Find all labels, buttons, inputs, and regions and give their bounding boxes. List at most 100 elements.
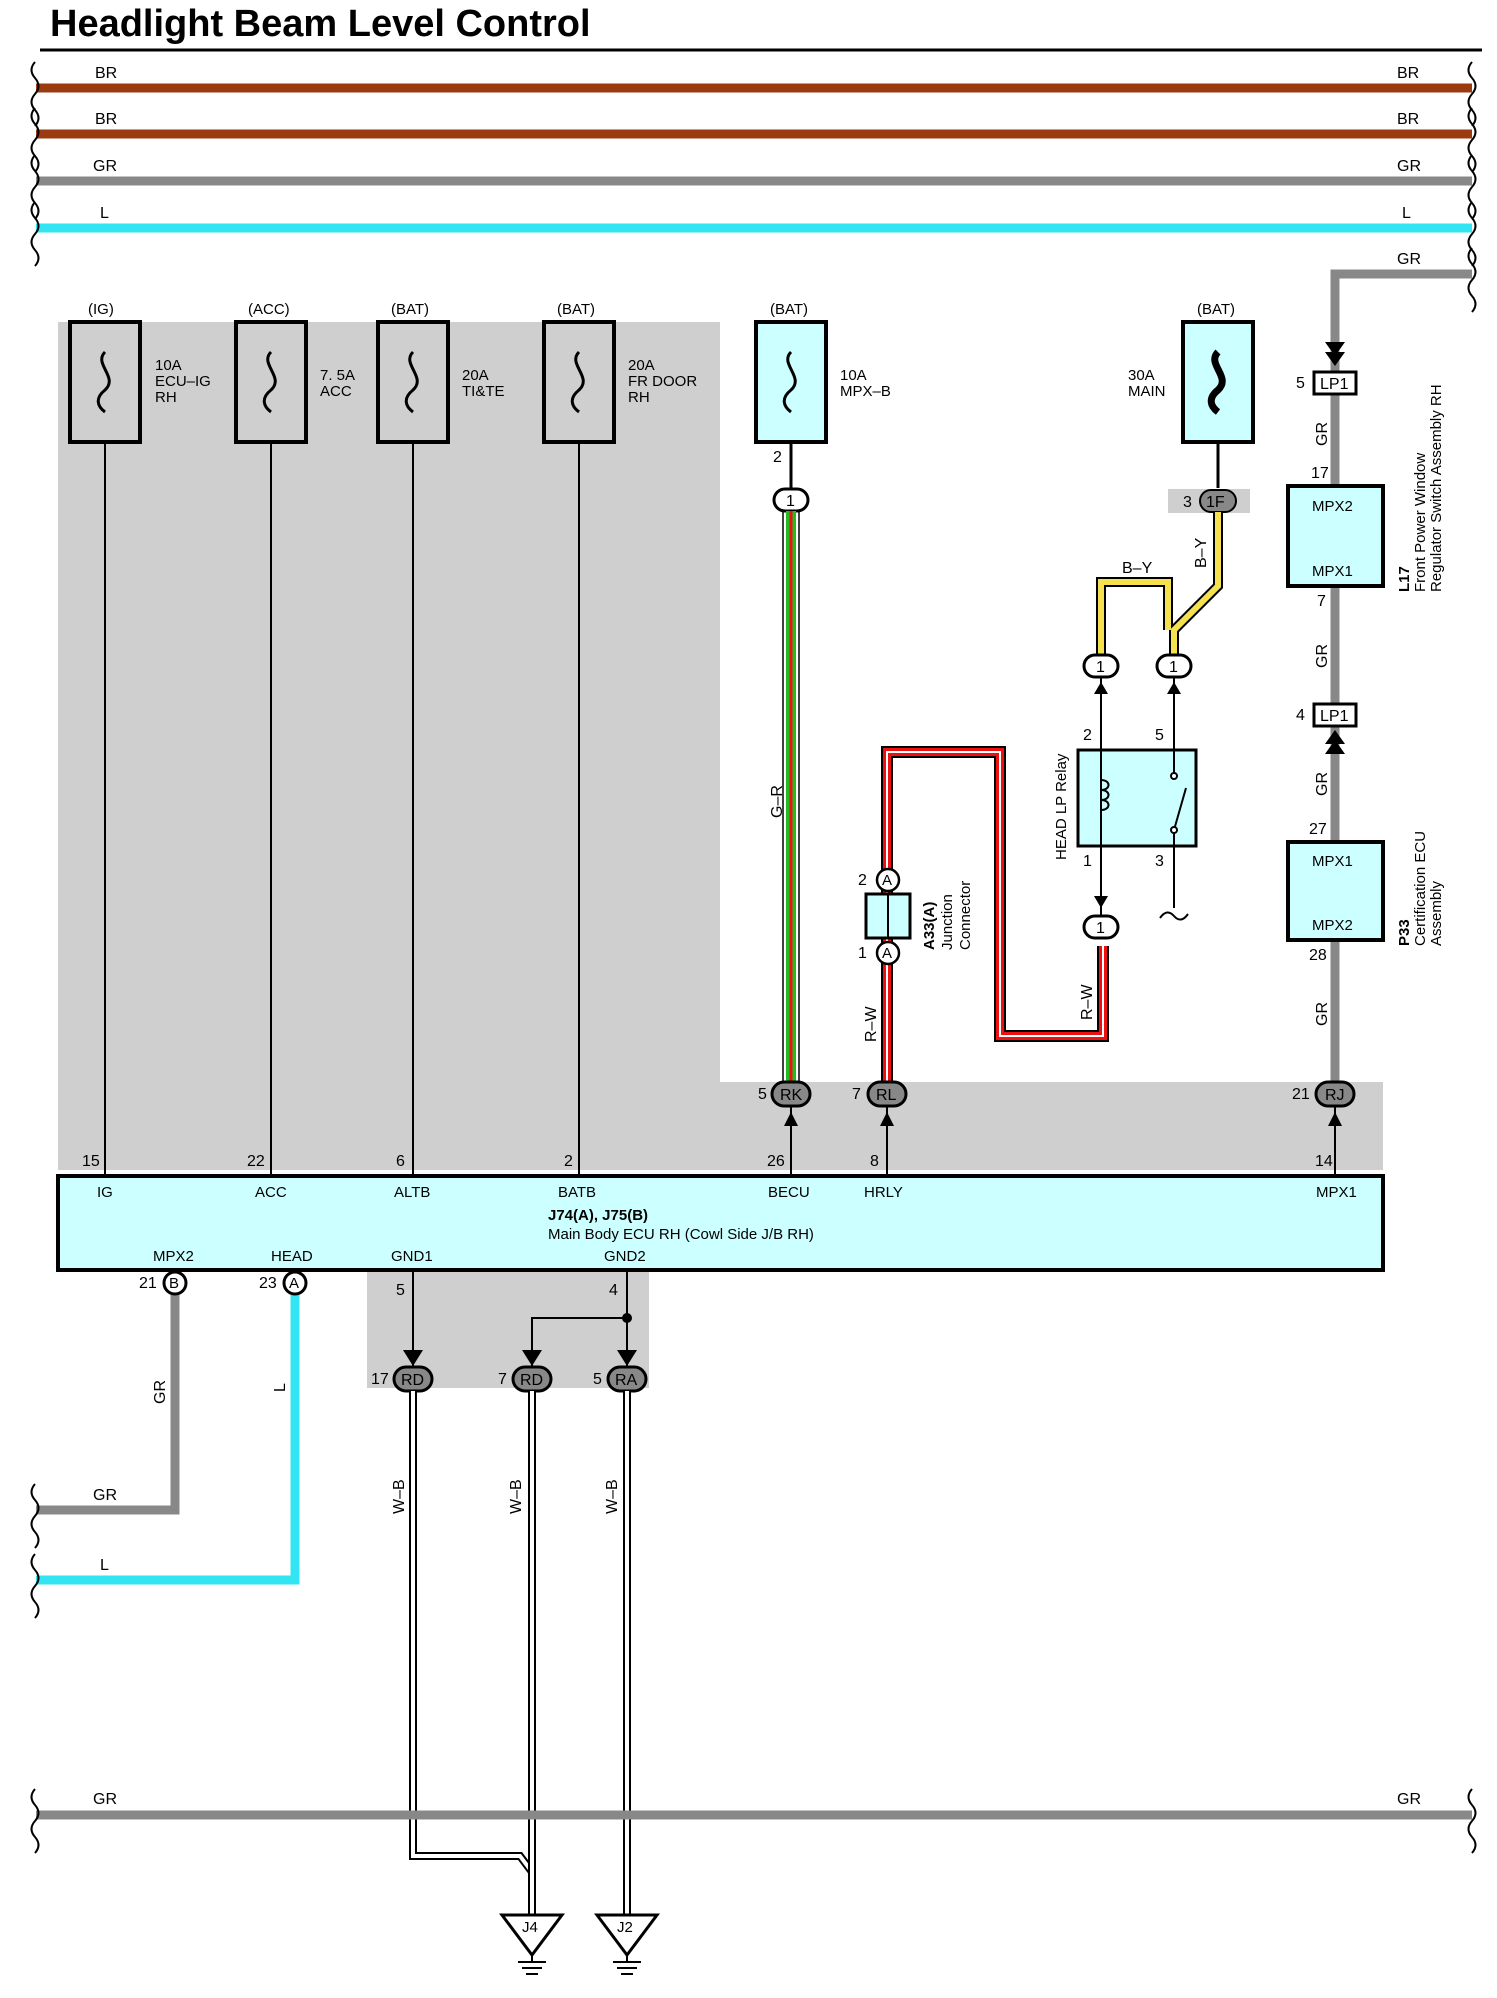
right-side-modules: 5 LP1 GR 17 MPX2 MPX1 7 L17 Front Power … <box>1286 342 1445 1082</box>
svg-text:7: 7 <box>852 1086 861 1103</box>
svg-text:A: A <box>882 945 892 962</box>
svg-text:RA: RA <box>615 1372 638 1389</box>
svg-text:LP1: LP1 <box>1320 708 1349 725</box>
svg-text:(BAT): (BAT) <box>557 301 595 318</box>
svg-text:5: 5 <box>396 1282 405 1299</box>
svg-text:W–B: W–B <box>604 1479 621 1514</box>
ground-j4: J4 <box>499 1913 565 1975</box>
svg-text:J74(A), J75(B): J74(A), J75(B) <box>548 1207 648 1224</box>
svg-text:4: 4 <box>609 1282 618 1299</box>
svg-text:26: 26 <box>767 1153 785 1170</box>
svg-text:GND1: GND1 <box>391 1248 433 1265</box>
bus-label-gr-right: GR <box>1397 158 1421 175</box>
svg-text:BATB: BATB <box>558 1184 596 1201</box>
svg-text:FR DOOR: FR DOOR <box>628 373 697 390</box>
svg-text:1: 1 <box>786 493 795 510</box>
svg-text:3: 3 <box>1155 853 1164 870</box>
svg-text:7. 5A: 7. 5A <box>320 367 355 384</box>
lower-left-wires: B 21 A 23 GR L GR L <box>30 1270 308 1619</box>
svg-text:Certification ECU: Certification ECU <box>1412 831 1429 946</box>
svg-text:15: 15 <box>82 1153 100 1170</box>
svg-text:5: 5 <box>593 1371 602 1388</box>
svg-text:HRLY: HRLY <box>864 1184 903 1201</box>
svg-text:IG: IG <box>97 1184 113 1201</box>
svg-text:(BAT): (BAT) <box>391 301 429 318</box>
svg-text:20A: 20A <box>628 357 655 374</box>
svg-text:5: 5 <box>758 1086 767 1103</box>
svg-text:A33(A): A33(A) <box>921 902 938 950</box>
svg-text:17: 17 <box>1311 465 1329 482</box>
svg-text:MPX2: MPX2 <box>1312 498 1353 515</box>
svg-text:L: L <box>272 1383 289 1392</box>
main-body-ecu: 15 IG 22 ACC 6 ALTB 2 BATB 26 BECU 8 HRL… <box>56 1153 1385 1272</box>
svg-text:Regulator Switch Assembly RH: Regulator Switch Assembly RH <box>1428 384 1445 592</box>
svg-text:2: 2 <box>858 872 867 889</box>
svg-text:G–R: G–R <box>769 785 786 818</box>
svg-text:TI&TE: TI&TE <box>462 383 505 400</box>
svg-text:1: 1 <box>1169 659 1178 676</box>
svg-text:5: 5 <box>1296 375 1305 392</box>
svg-text:LP1: LP1 <box>1320 376 1349 393</box>
svg-text:GR: GR <box>93 1791 117 1808</box>
svg-text:1: 1 <box>858 945 867 962</box>
svg-text:Junction: Junction <box>939 894 956 950</box>
svg-text:L17: L17 <box>1396 566 1413 592</box>
svg-text:2: 2 <box>773 449 782 466</box>
svg-text:GR: GR <box>93 1487 117 1504</box>
svg-text:GR: GR <box>1314 1002 1331 1026</box>
diagram-title: Headlight Beam Level Control <box>50 3 591 45</box>
fuse-ecu-ig: (IG) 10A ECU–IG RH <box>68 301 211 444</box>
svg-text:10A: 10A <box>155 357 182 374</box>
svg-text:1: 1 <box>1096 920 1105 937</box>
svg-text:(IG): (IG) <box>88 301 114 318</box>
svg-text:GR: GR <box>1314 772 1331 796</box>
svg-text:B–Y: B–Y <box>1122 560 1153 577</box>
fuse-group: (IG) 10A ECU–IG RH (ACC) 7. 5A ACC (BAT)… <box>68 301 697 1176</box>
svg-text:HEAD LP Relay: HEAD LP Relay <box>1053 753 1070 860</box>
svg-text:4: 4 <box>1296 707 1305 724</box>
svg-text:MPX2: MPX2 <box>1312 917 1353 934</box>
svg-text:GR: GR <box>1397 1791 1421 1808</box>
svg-text:21: 21 <box>1292 1086 1310 1103</box>
svg-text:GR: GR <box>1314 644 1331 668</box>
svg-text:(BAT): (BAT) <box>770 301 808 318</box>
top-bus-lines: BR BR BR BR GR GR L L <box>30 61 1477 267</box>
svg-text:MPX1: MPX1 <box>1316 1184 1357 1201</box>
svg-text:R–W: R–W <box>1079 984 1096 1020</box>
svg-text:BECU: BECU <box>768 1184 810 1201</box>
svg-text:7: 7 <box>1317 593 1326 610</box>
gr-entry-wire: GR <box>1330 247 1477 372</box>
svg-text:RJ: RJ <box>1325 1087 1345 1104</box>
svg-text:(BAT): (BAT) <box>1197 301 1235 318</box>
ground-circuit: 5 4 17 RD 7 RD 5 RA W–B W–B W–B J4 <box>371 1270 660 1975</box>
svg-text:RD: RD <box>401 1372 424 1389</box>
bus-label-l-left: L <box>100 205 109 222</box>
svg-text:6: 6 <box>396 1153 405 1170</box>
svg-text:2: 2 <box>564 1153 573 1170</box>
svg-text:J2: J2 <box>617 1919 633 1936</box>
svg-text:14: 14 <box>1315 1153 1333 1170</box>
svg-text:RL: RL <box>876 1087 897 1104</box>
svg-text:28: 28 <box>1309 947 1327 964</box>
svg-text:RH: RH <box>628 389 650 406</box>
svg-text:1F: 1F <box>1206 494 1225 511</box>
svg-text:5: 5 <box>1155 727 1164 744</box>
mpx-b-circuit: (BAT) 10A MPX–B 2 1 G–R <box>754 301 891 1082</box>
svg-text:J4: J4 <box>522 1919 538 1936</box>
bus-label-gr-left: GR <box>93 158 117 175</box>
bus-label-l-right: L <box>1402 205 1411 222</box>
svg-text:7: 7 <box>498 1371 507 1388</box>
svg-text:RD: RD <box>520 1372 543 1389</box>
svg-text:20A: 20A <box>462 367 489 384</box>
svg-text:23: 23 <box>259 1275 277 1292</box>
svg-text:Assembly: Assembly <box>1428 880 1445 946</box>
svg-text:ACC: ACC <box>255 1184 287 1201</box>
head-lp-relay-circuit: (BAT) 30A MAIN 3 1F B–Y B–Y 1 1 2 5 HEAD… <box>1053 301 1255 940</box>
ecu-inline-connectors: 5 RK 7 RL 21 RJ <box>758 1080 1356 1176</box>
svg-text:ACC: ACC <box>320 383 352 400</box>
svg-text:B–Y: B–Y <box>1193 537 1210 568</box>
svg-text:B: B <box>169 1275 179 1292</box>
bottom-gr-bus: GR GR <box>30 1788 1477 1854</box>
svg-text:GND2: GND2 <box>604 1248 646 1265</box>
svg-text:2: 2 <box>1083 727 1092 744</box>
